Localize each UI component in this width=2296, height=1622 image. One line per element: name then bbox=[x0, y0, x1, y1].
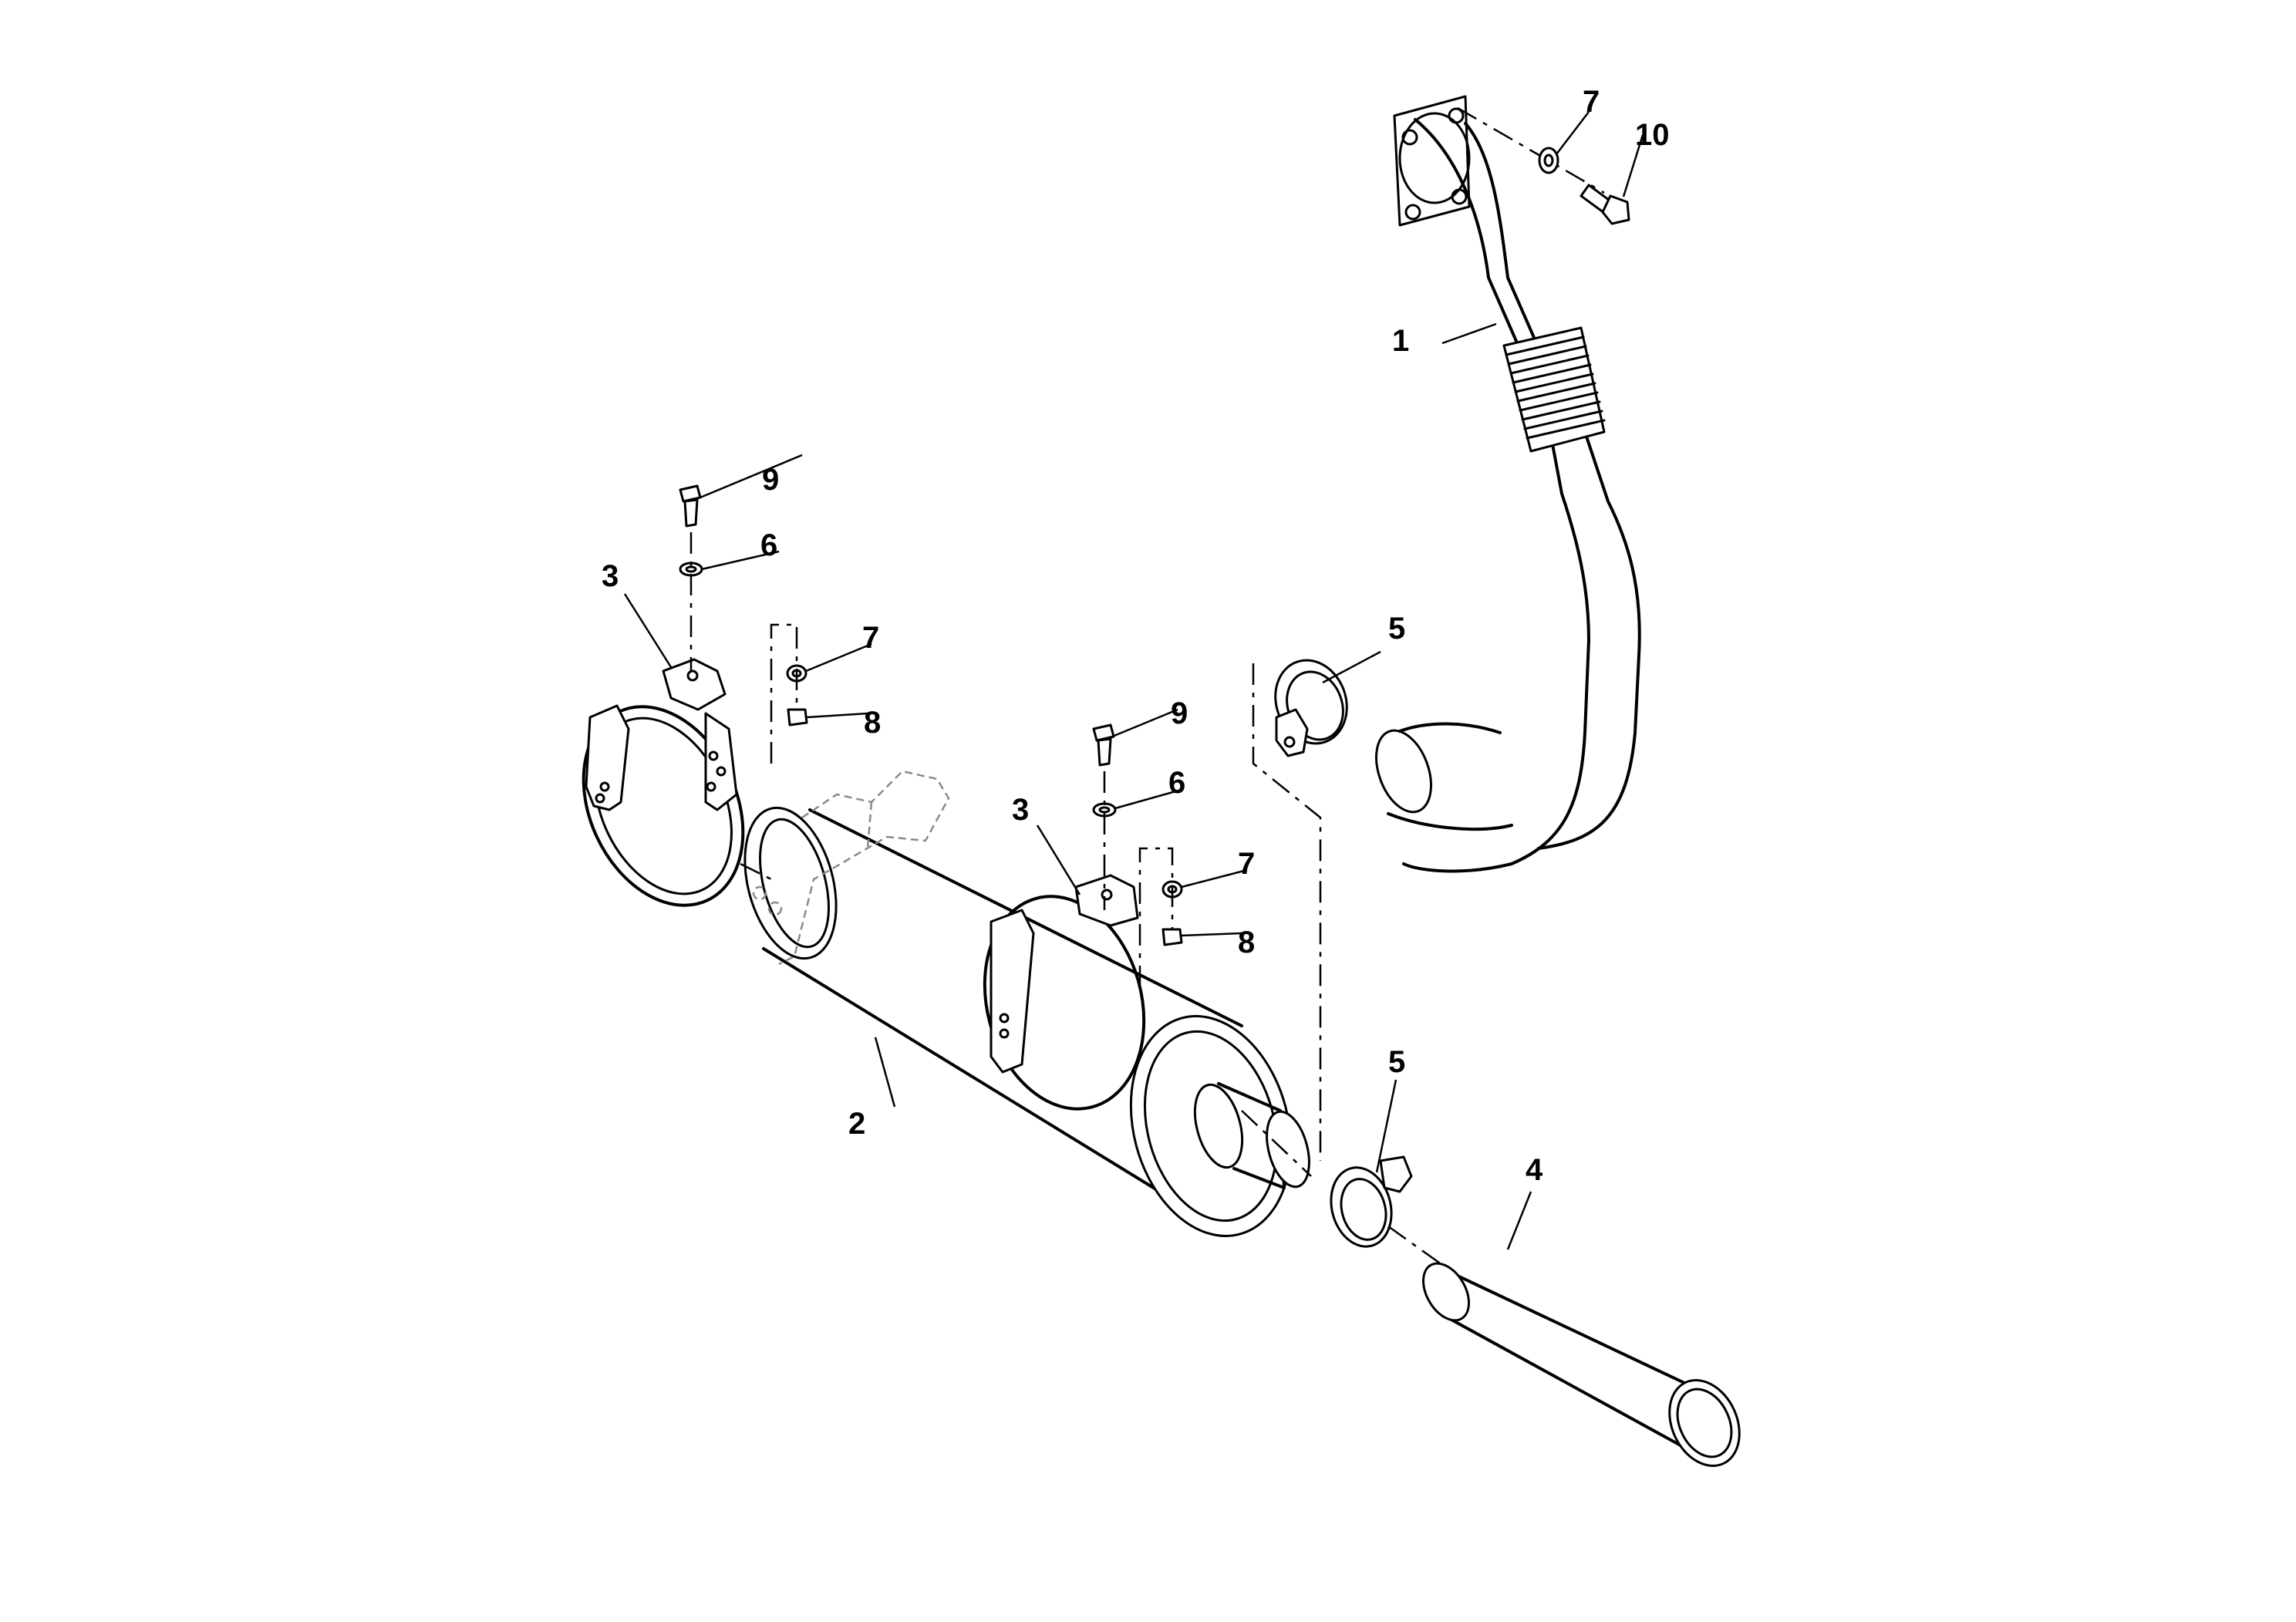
callout-washer-left-side: 7 bbox=[862, 621, 879, 655]
callout-band-clamp-left: 3 bbox=[602, 559, 619, 593]
callout-nut-right: 8 bbox=[1238, 926, 1255, 959]
hose-clamp-lower bbox=[1330, 1155, 1413, 1248]
callout-bolt-right: 9 bbox=[1171, 696, 1188, 730]
callout-labels: 1 2 3 3 4 5 5 6 6 7 7 7 8 8 9 9 10 bbox=[602, 85, 1670, 1187]
callout-leaders bbox=[623, 111, 1644, 1250]
flange-bolt bbox=[1580, 184, 1630, 225]
callout-bolt-left: 9 bbox=[762, 463, 779, 497]
flange-washer bbox=[1538, 147, 1559, 174]
callout-hose-clamp-lower: 5 bbox=[1388, 1045, 1405, 1079]
muffler bbox=[743, 770, 1310, 1237]
hose-clamp-upper bbox=[1274, 659, 1348, 757]
muffler-outlet bbox=[1193, 1082, 1310, 1189]
callout-muffler: 2 bbox=[848, 1107, 865, 1141]
flange-bolt-set bbox=[1457, 106, 1630, 225]
fasteners-left bbox=[679, 484, 808, 764]
callout-hose-clamp-upper: 5 bbox=[1388, 612, 1405, 646]
fasteners-right bbox=[1092, 723, 1183, 987]
bolt-left bbox=[679, 484, 702, 528]
nut-left bbox=[787, 708, 808, 727]
bellows-ribs bbox=[1505, 336, 1606, 440]
callout-washer-left-top: 6 bbox=[760, 528, 777, 562]
callout-tail-pipe: 4 bbox=[1526, 1153, 1543, 1187]
bolt-right bbox=[1092, 723, 1115, 767]
band-clamp-right bbox=[983, 874, 1146, 1111]
callout-flange-bolt: 10 bbox=[1635, 118, 1670, 152]
callout-washer-right-side: 7 bbox=[1238, 847, 1255, 881]
exhaust-pipe bbox=[1375, 95, 1641, 873]
callout-washer-right-top: 6 bbox=[1168, 766, 1185, 800]
nut-right bbox=[1161, 928, 1183, 946]
band-clamp-left bbox=[582, 658, 745, 907]
callout-pipe: 1 bbox=[1392, 324, 1409, 358]
callout-band-clamp-right: 3 bbox=[1012, 793, 1029, 827]
callout-nut-left: 8 bbox=[864, 706, 881, 740]
assembly-lines bbox=[740, 663, 1443, 1266]
callout-flange-washer: 7 bbox=[1583, 85, 1600, 119]
tail-pipe bbox=[1422, 1262, 1741, 1467]
